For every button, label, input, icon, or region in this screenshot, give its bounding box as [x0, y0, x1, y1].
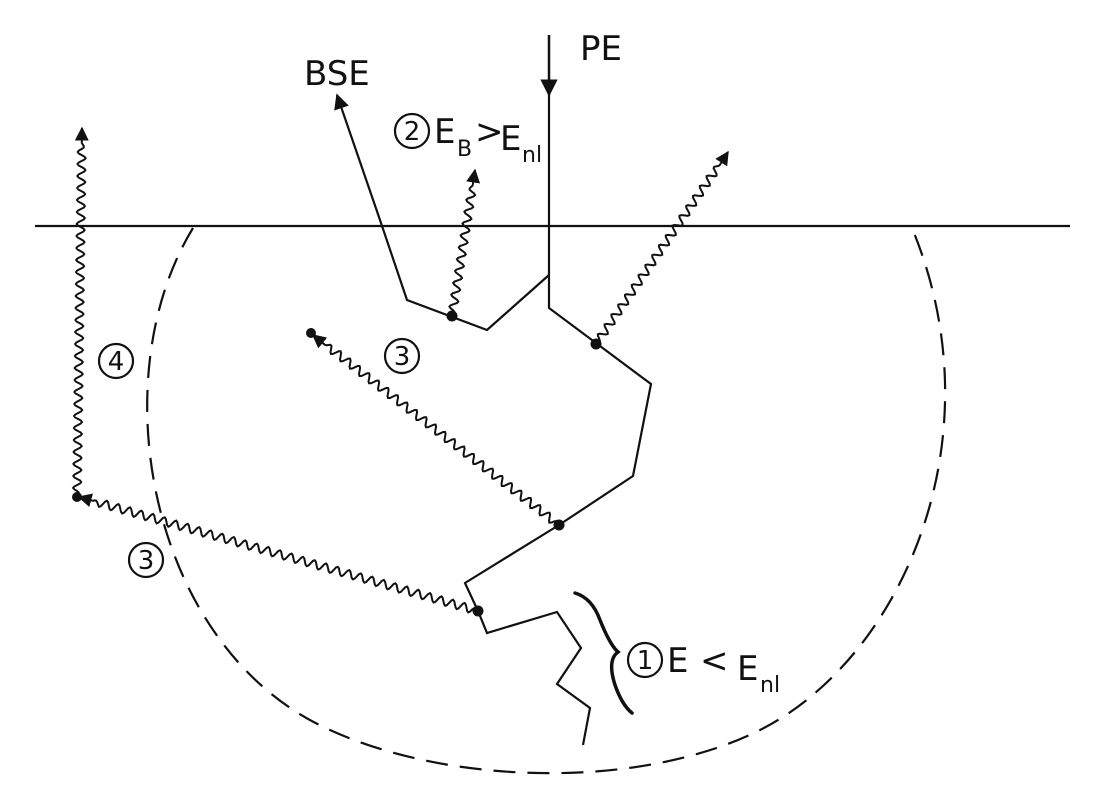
label-bse: BSE — [304, 54, 370, 94]
numbered-circle-2 — [393, 112, 431, 150]
primary-electron-trajectory — [463, 95, 653, 746]
wavy-path-4 — [71, 126, 89, 498]
interaction-volume-boundary — [146, 227, 947, 775]
label-eb-subscript: B — [457, 137, 472, 162]
wavy-emission-right — [595, 150, 729, 345]
wavy-emission-from-bse-point — [448, 168, 481, 317]
label-enl-subscript-1: nl — [760, 673, 780, 698]
label-pe: PE — [580, 29, 622, 69]
circle-number-3-outer: 3 — [138, 546, 155, 576]
circle-number-1: 1 — [637, 646, 654, 676]
numbered-circle-3-inner — [383, 337, 421, 375]
label-e-main-1: E — [667, 641, 688, 681]
circle-number-4: 4 — [108, 347, 125, 377]
wavy-path-3-outer — [77, 493, 479, 614]
label-enl-main-2: E — [500, 119, 521, 159]
label-enl-main-1: E — [737, 649, 758, 689]
label-eb-main: E — [434, 112, 455, 152]
label-gt-sign: > — [475, 112, 504, 152]
backscattered-electron-trajectory — [334, 93, 550, 332]
wavy-path-3-inner — [311, 334, 560, 526]
curly-brace — [573, 591, 634, 715]
circle-number-2: 2 — [404, 117, 421, 147]
label-lt-sign: < — [700, 641, 729, 681]
label-enl-subscript-2: nl — [522, 143, 542, 168]
circle-number-3-inner: 3 — [394, 342, 411, 372]
numbered-circle-1 — [626, 641, 664, 679]
numbered-circle-3-outer — [127, 541, 165, 579]
wavy-paths-group — [71, 126, 729, 614]
numbered-circle-4 — [97, 342, 135, 380]
